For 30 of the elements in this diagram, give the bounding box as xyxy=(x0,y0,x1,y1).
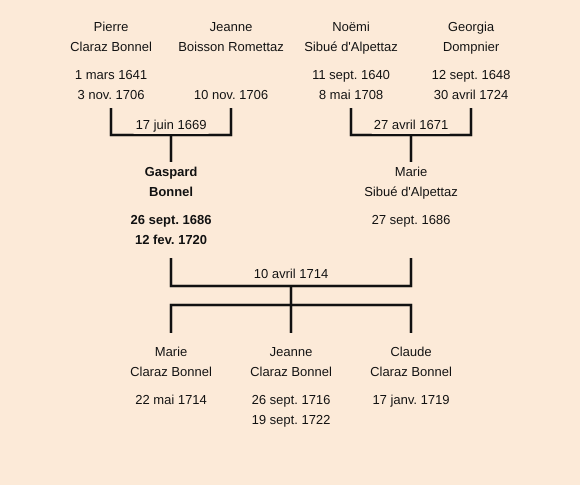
person-name: Noëmi Sibué d'Alpettaz xyxy=(304,18,398,56)
person-name: Georgia Dompnier xyxy=(442,18,500,56)
life-dates: 1 mars 1641 3 nov. 1706 xyxy=(74,66,148,104)
life-dates: 27 sept. 1686 xyxy=(372,211,450,229)
person-name: Jeanne Boisson Romettaz xyxy=(178,18,284,56)
descent-line xyxy=(290,286,292,305)
family-line xyxy=(350,108,411,136)
family-line xyxy=(291,258,412,288)
person-name: Marie Claraz Bonnel xyxy=(130,343,212,381)
person-name: Marie Sibué d'Alpettaz xyxy=(364,163,458,201)
person-name: Claude Claraz Bonnel xyxy=(370,343,452,381)
life-dates: 26 sept. 1716 19 sept. 1722 xyxy=(252,391,330,429)
family-line xyxy=(290,305,292,333)
family-line xyxy=(291,304,412,333)
family-line xyxy=(411,108,472,136)
person-name: Pierre Claraz Bonnel xyxy=(70,18,152,56)
life-dates: 17 janv. 1719 xyxy=(372,391,450,409)
life-dates: 11 sept. 1640 8 mai 1708 xyxy=(312,66,390,104)
life-dates: 22 mai 1714 xyxy=(135,391,207,409)
family-line xyxy=(110,108,171,136)
descent-line xyxy=(410,135,412,162)
life-dates: 12 sept. 1648 30 avril 1724 xyxy=(432,66,510,104)
life-dates: 10 nov. 1706 xyxy=(194,86,268,104)
life-dates: 26 sept. 1686 12 fev. 1720 xyxy=(130,211,212,249)
descent-line xyxy=(170,135,172,162)
family-line xyxy=(171,108,232,136)
person-name: Gaspard Bonnel xyxy=(144,163,198,201)
person-name: Jeanne Claraz Bonnel xyxy=(250,343,332,381)
family-line xyxy=(170,258,291,288)
family-line xyxy=(170,304,291,333)
